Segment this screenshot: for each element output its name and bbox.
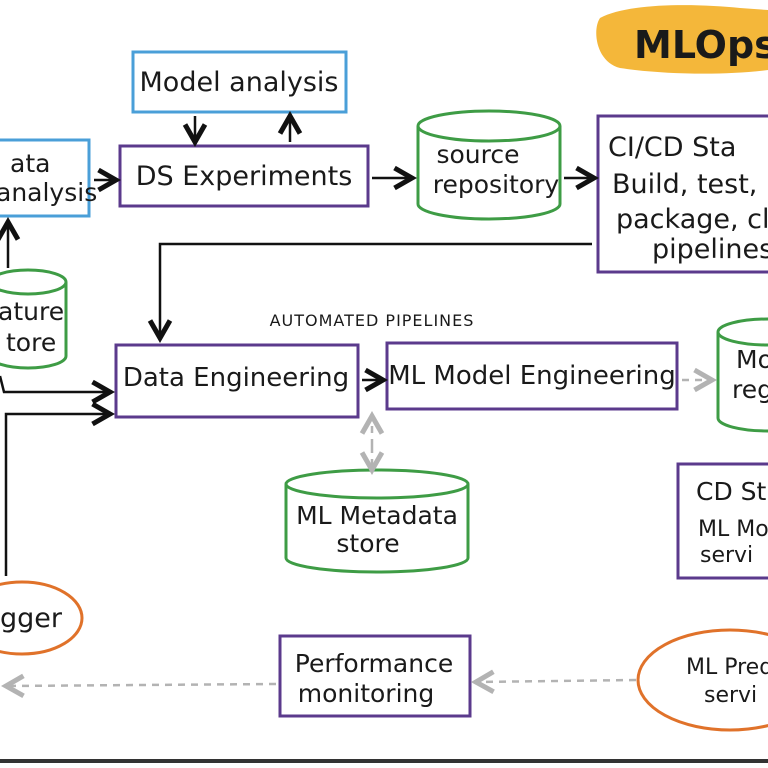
performance-monitoring-line-2: monitoring (298, 679, 434, 708)
cd-stage-line-2: ML Mo (698, 517, 768, 542)
performance-monitoring-box: Performance monitoring (278, 634, 472, 718)
performance-monitoring-line-1: Performance (295, 649, 453, 678)
ds-experiments-box: DS Experiments (118, 144, 370, 208)
source-repository-line-1: source (436, 140, 519, 169)
ml-prediction-service-line-1: ML Pred (686, 655, 768, 680)
data-engineering-box: Data Engineering (114, 343, 360, 419)
arrow-trigger-to-data-engineering (4, 414, 110, 576)
cicd-stage-box: CI/CD Sta Build, test, package, cl pipel… (596, 114, 768, 274)
automated-pipelines-label: AUTOMATED PIPELINES (270, 311, 475, 330)
model-analysis-box: Model analysis (131, 50, 348, 114)
cicd-line-4: pipelines (652, 234, 768, 265)
ml-prediction-service-line-2: servi (704, 683, 757, 708)
ml-metadata-store-cylinder: ML Metadata store (284, 468, 470, 574)
model-registry-line-2: reg (732, 375, 768, 404)
ml-prediction-service-ellipse: ML Pred servi (636, 628, 768, 732)
data-engineering-label: Data Engineering (123, 363, 349, 393)
source-repository-cylinder: source repository (416, 109, 562, 221)
data-analysis-line-1: ata (10, 149, 50, 178)
ds-experiments-label: DS Experiments (136, 161, 353, 192)
ml-model-engineering-box: ML Model Engineering (385, 341, 679, 411)
trigger-ellipse: gger (0, 580, 84, 656)
cd-stage-line-3: servi (700, 543, 753, 568)
cicd-line-2: Build, test, (612, 169, 757, 200)
model-analysis-label: Model analysis (140, 67, 339, 98)
ml-metadata-store-line-1: ML Metadata (296, 501, 458, 530)
data-analysis-box: ata analysis (0, 138, 97, 218)
title-text: MLOps (634, 23, 768, 67)
cicd-line-1: CI/CD Sta (608, 132, 736, 163)
arrow-cicd-to-data-engineering (160, 242, 592, 338)
feature-store-line-1: ature (0, 297, 64, 326)
data-analysis-line-2: analysis (0, 178, 97, 207)
feature-store-cylinder: ature tore (0, 268, 68, 370)
cicd-line-3: package, cl (616, 204, 768, 235)
ml-model-engineering-label: ML Model Engineering (388, 361, 676, 391)
connector-arrows (0, 116, 594, 576)
arrow-feature-store-to-data-engineering (0, 375, 110, 392)
trigger-label: gger (0, 603, 63, 634)
dashed-arrows (6, 380, 712, 686)
cd-stage-line-1: CD St (696, 477, 767, 506)
feature-store-line-2: tore (6, 328, 56, 357)
model-registry-cylinder: Mo reg (716, 317, 768, 433)
cd-stage-box: CD St ML Mo servi (676, 462, 768, 580)
source-repository-line-2: repository (433, 170, 560, 199)
arrow-monitoring-to-trigger (6, 684, 277, 686)
ml-metadata-store-line-2: store (336, 529, 399, 558)
title-badge: MLOps (596, 5, 768, 74)
arrow-prediction-to-monitoring (476, 680, 637, 682)
model-registry-line-1: Mo (736, 345, 768, 374)
